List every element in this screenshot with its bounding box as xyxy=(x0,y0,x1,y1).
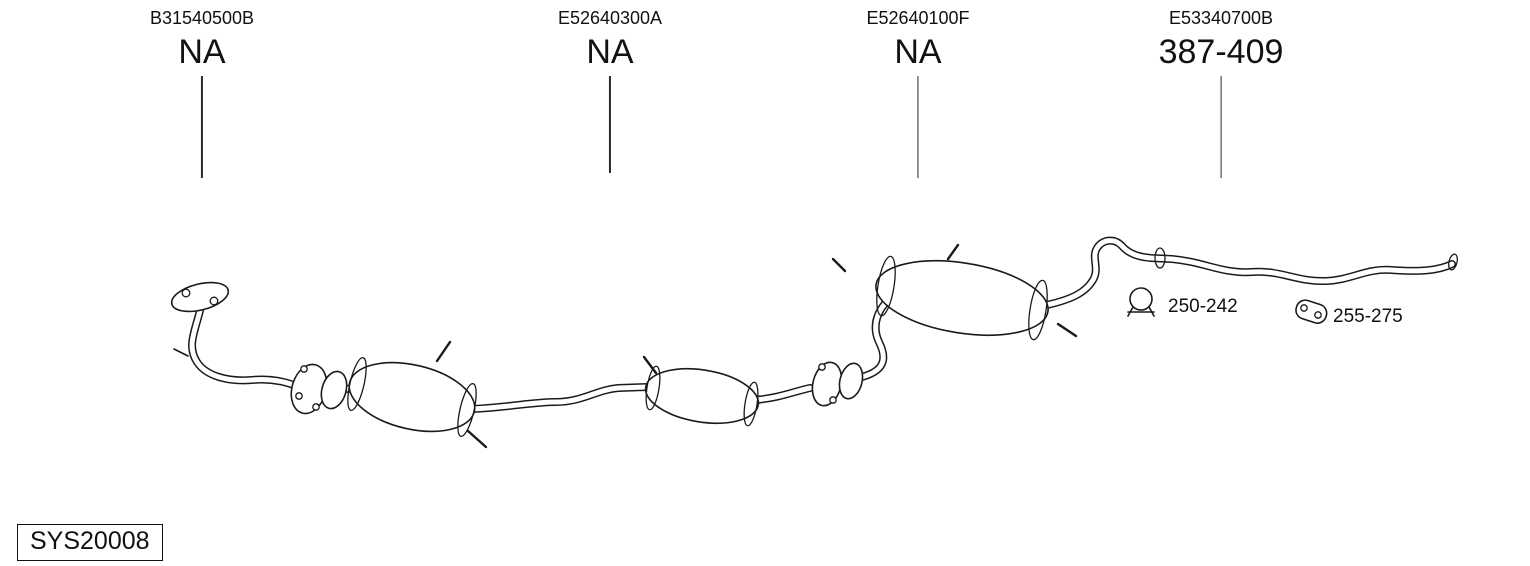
rear-muffler xyxy=(831,243,1078,341)
part-reference: NA xyxy=(894,32,942,71)
part-reference: NA xyxy=(586,32,634,71)
part-number: E52640300A xyxy=(557,8,663,28)
connecting-pipe xyxy=(751,384,814,404)
center-muffler xyxy=(642,355,760,427)
part-number: E53340700B xyxy=(1168,8,1274,28)
callout-front-muffler: E52640300A NA xyxy=(558,8,662,173)
part-number: B31540500B xyxy=(149,8,255,28)
hanger-range-label: 255-275 xyxy=(1333,306,1403,327)
diagram-id-box: SYS20008 xyxy=(17,524,163,561)
tailpipe xyxy=(1038,236,1458,310)
part-reference: NA xyxy=(178,32,226,71)
rubber-hanger-icon xyxy=(1295,299,1328,324)
part-number: E52640100F xyxy=(866,8,970,28)
clamp-icon xyxy=(1127,287,1155,317)
intermediate-pipe xyxy=(468,383,652,413)
callout-front-pipe: B31540500B NA xyxy=(150,8,254,178)
callout-center-muffler: E52640100F NA xyxy=(866,8,970,178)
part-reference: 387-409 xyxy=(1158,32,1284,71)
leader-line xyxy=(201,75,203,178)
rear-riser-pipe xyxy=(854,293,896,382)
diagram-id: SYS20008 xyxy=(30,527,150,555)
front-joint-flange xyxy=(290,363,348,415)
callout-tailpipe: E53340700B 387-409 xyxy=(1158,8,1284,178)
leader-line xyxy=(609,75,611,173)
clamp-range-label: 250-242 xyxy=(1168,296,1238,317)
front-downpipe xyxy=(173,302,303,391)
leader-line xyxy=(917,75,919,178)
leader-line xyxy=(1220,75,1222,178)
rear-joint-flange xyxy=(811,361,864,407)
front-pipe-flange xyxy=(170,281,230,313)
front-muffler xyxy=(347,340,488,449)
